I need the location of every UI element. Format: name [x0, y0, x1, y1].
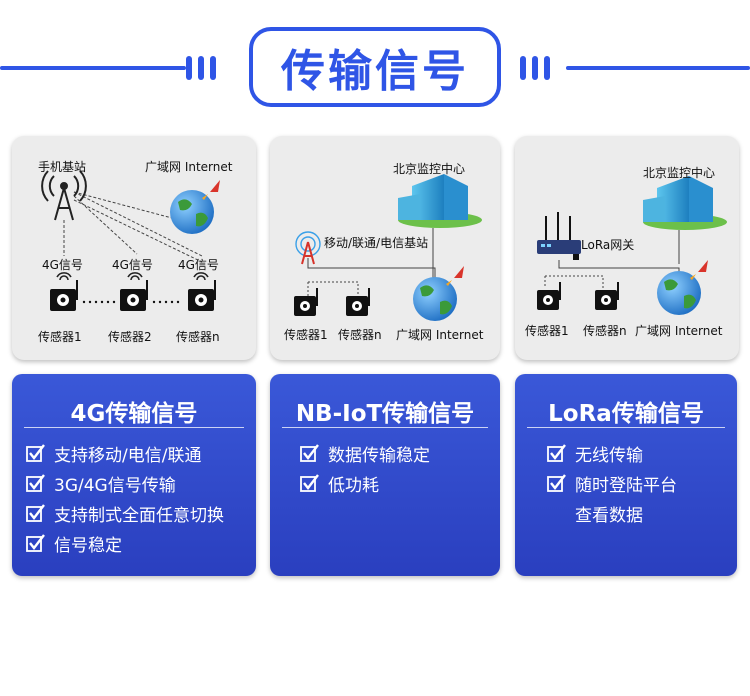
sensor-icon — [294, 288, 370, 316]
diagram-nbiot: 北京监控中心 移动/联通/电信基站 传感器1 传感器n 广域网 Internet — [270, 136, 500, 360]
wifi-signal-icon — [56, 272, 209, 281]
card-nbiot: NB-IoT传输信号 数据传输稳定 低功耗 — [270, 374, 500, 576]
checkmark-icon — [547, 474, 566, 492]
label-gateway: LoRa网关 — [581, 238, 635, 252]
label-base-station: 手机基站 — [38, 160, 87, 174]
checkmark-icon — [26, 504, 45, 522]
checkmark-icon — [26, 534, 45, 552]
header-line-left — [0, 66, 186, 70]
header-bars-left — [186, 56, 216, 80]
label-internet: 广域网 Internet — [396, 328, 484, 342]
label-sensor-1: 传感器1 — [38, 330, 82, 344]
globe-icon — [413, 277, 457, 321]
label-internet: 广域网 Internet — [635, 324, 723, 338]
card-4g: 4G传输信号 支持移动/电信/联通 3G/4G信号传输 支持制式全面任意切换 信… — [12, 374, 256, 576]
label-sensor-n: 传感器n — [338, 328, 382, 342]
card-divider — [282, 427, 488, 428]
globe-icon — [657, 271, 701, 315]
feature-list: 无线传输 随时登陆平台 查看数据 — [547, 438, 677, 528]
label-tower: 移动/联通/电信基站 — [324, 236, 429, 250]
cell-tower-icon — [295, 231, 321, 265]
label-signal-2: 4G信号 — [112, 258, 153, 272]
list-item: 数据传输稳定 — [300, 438, 430, 468]
checkmark-icon — [547, 444, 566, 462]
label-center: 北京监控中心 — [643, 166, 716, 180]
card-lora: LoRa传输信号 无线传输 随时登陆平台 查看数据 — [515, 374, 737, 576]
feature-list: 支持移动/电信/联通 3G/4G信号传输 支持制式全面任意切换 信号稳定 — [26, 438, 224, 558]
checkmark-icon — [300, 474, 319, 492]
checkmark-icon — [26, 444, 45, 462]
card-divider — [527, 427, 725, 428]
label-sensor-1: 传感器1 — [525, 324, 569, 338]
checkmark-icon — [300, 444, 319, 462]
globe-icon — [170, 190, 214, 234]
header-line-right — [566, 66, 750, 70]
label-sensor-n: 传感器n — [176, 330, 220, 344]
page-title: 传输信号 — [281, 46, 469, 97]
list-item: 随时登陆平台 — [547, 468, 677, 498]
label-internet: 广域网 Internet — [145, 160, 233, 174]
label-sensor-n: 传感器n — [583, 324, 627, 338]
checkmark-icon — [26, 474, 45, 492]
card-title: NB-IoT传输信号 — [295, 401, 475, 427]
list-item: 支持移动/电信/联通 — [26, 438, 224, 468]
rocket-icon — [202, 180, 220, 200]
card-divider — [24, 427, 244, 428]
building-icon — [643, 176, 727, 230]
diagram-lora: 北京监控中心 LoRa网关 传感器1 传感器n 广域网 Internet — [515, 136, 739, 360]
label-sensor-1: 传感器1 — [284, 328, 328, 342]
list-item: 支持制式全面任意切换 — [26, 498, 224, 528]
building-icon — [398, 174, 482, 228]
card-title: 4G传输信号 — [70, 401, 198, 427]
rocket-icon — [446, 266, 464, 286]
label-sensor-2: 传感器2 — [108, 330, 152, 344]
diagram-4g: 手机基站 广域网 Internet 4G信号 4G信号 4G信号 传感器1 传感… — [12, 136, 256, 360]
label-center: 北京监控中心 — [393, 162, 466, 176]
title-box: 传输信号 — [249, 27, 501, 107]
list-item: 信号稳定 — [26, 528, 224, 558]
list-item: 低功耗 — [300, 468, 430, 498]
sensor-icon — [537, 282, 619, 310]
sensor-icon — [50, 280, 216, 311]
cell-tower-icon — [41, 170, 87, 221]
header-bars-right — [520, 56, 550, 80]
card-title: LoRa传输信号 — [548, 401, 704, 427]
list-item-continuation: 查看数据 — [575, 505, 643, 526]
feature-list: 数据传输稳定 低功耗 — [300, 438, 430, 498]
rocket-icon — [690, 260, 708, 280]
list-item: 无线传输 — [547, 438, 677, 468]
label-signal-3: 4G信号 — [178, 258, 219, 272]
label-signal-1: 4G信号 — [42, 258, 83, 272]
gateway-router-icon — [537, 212, 581, 260]
list-item: 3G/4G信号传输 — [26, 468, 224, 498]
